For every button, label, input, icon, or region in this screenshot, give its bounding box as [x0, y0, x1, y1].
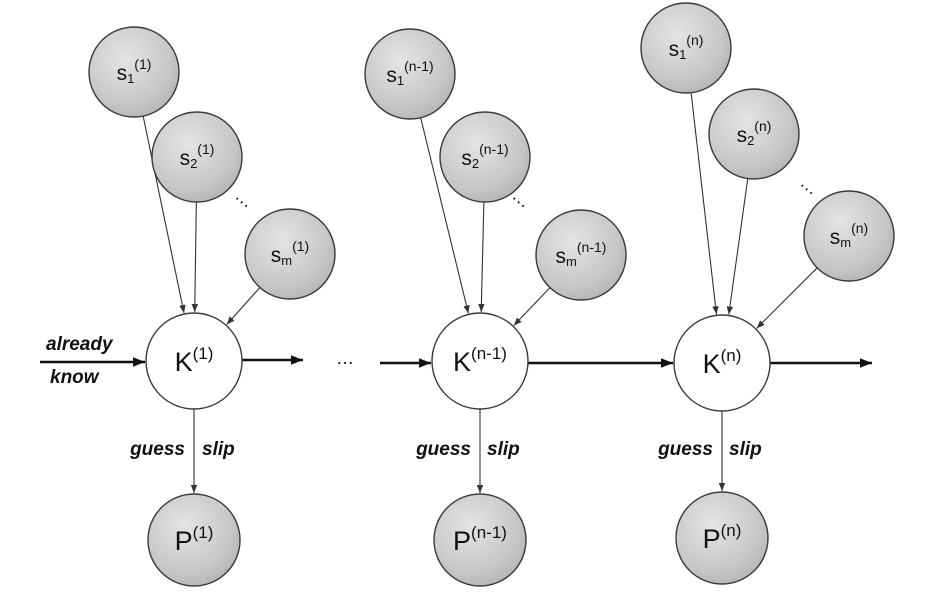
skill-label-3-col-3-base: s	[830, 226, 841, 249]
knowledge-label-col-2: K(n-1)	[453, 344, 507, 377]
knowledge-label-col-3: K(n)	[703, 346, 742, 379]
skill-node-3-col-1	[244, 208, 336, 300]
knowledge-node-col-3	[673, 314, 771, 412]
skill-label-2-col-3-sup: (n)	[754, 118, 771, 134]
performance-label-col-1-base: P	[175, 526, 193, 556]
skill-node-1-col-3	[640, 2, 732, 94]
skill-label-1-col-3-base: s	[669, 38, 680, 61]
slip-label-col-3: slip	[729, 439, 762, 460]
skill-label-3-col-3-sub: m	[840, 235, 851, 250]
skill-label-2-col-1-sub: 2	[190, 156, 197, 171]
skill-label-1-col-3-sup: (n)	[686, 32, 703, 48]
skill-label-1-col-2-sub: 1	[397, 73, 404, 88]
guess-label-col-3: guess	[657, 439, 713, 460]
performance-label-col-2-base: P	[453, 526, 471, 556]
skill-label-3-col-1-sub: m	[281, 253, 292, 268]
performance-label-col-1-sup: (1)	[193, 523, 214, 542]
skill-label-3-col-1-base: s	[271, 244, 282, 267]
edge-skill-3-to-k-col-2	[513, 287, 551, 326]
skill-label-3-col-3-sup: (n)	[851, 220, 868, 236]
knowledge-label-col-3-base: K	[703, 349, 721, 379]
knowledge-label-col-1-sup: (1)	[193, 344, 214, 363]
edge-skill-3-to-k-col-3	[756, 267, 818, 329]
skill-label-2-col-3-base: s	[737, 124, 748, 147]
skill-label-1-col-1: s1(1)	[117, 56, 152, 87]
performance-node-col-3	[675, 491, 769, 585]
skill-label-1-col-1-sub: 1	[127, 71, 134, 86]
knowledge-label-col-1-base: K	[175, 347, 193, 377]
skill-node-3-col-3	[803, 190, 895, 282]
performance-label-col-2: P(n-1)	[453, 523, 507, 556]
skills-ellipsis-col-3: …	[797, 172, 824, 199]
skills-ellipsis-col-1: …	[232, 185, 259, 212]
skill-label-2-col-1-base: s	[180, 147, 191, 170]
skill-label-2-col-3: s2(n)	[737, 118, 772, 149]
skill-label-3-col-3: sm(n)	[830, 220, 868, 251]
knowledge-label-col-2-sup: (n-1)	[471, 344, 507, 363]
skill-label-2-col-1: s2(1)	[180, 141, 215, 172]
skill-label-3-col-2-base: s	[556, 245, 567, 268]
edge-skill-2-to-k-col-3	[726, 178, 749, 315]
knowledge-label-col-3-sup: (n)	[721, 346, 742, 365]
skill-label-3-col-2-sub: m	[566, 254, 577, 269]
edge-skill-2-to-k-col-1	[191, 201, 199, 313]
skill-label-2-col-3-sub: 2	[747, 133, 754, 148]
knowledge-node-col-1	[145, 312, 243, 410]
performance-node-col-1	[147, 493, 241, 587]
edge-skill-2-to-k-col-2	[478, 201, 485, 313]
performance-label-col-2-sup: (n-1)	[471, 523, 507, 542]
skill-label-1-col-2-sup: (n-1)	[404, 58, 434, 74]
performance-label-col-3-base: P	[703, 524, 721, 554]
performance-label-col-3-sup: (n)	[721, 521, 742, 540]
edge-skill-1-to-k-col-1	[142, 115, 186, 314]
edge-skill-1-to-k-col-2	[420, 117, 470, 314]
edge-skill-1-to-k-col-3	[690, 92, 719, 315]
skill-label-2-col-2-sup: (n-1)	[479, 141, 509, 157]
already-know-line-1: already	[46, 334, 114, 355]
skill-label-1-col-1-sup: (1)	[134, 56, 151, 72]
performance-label-col-3: P(n)	[703, 521, 742, 554]
guess-label-col-1: guess	[129, 439, 185, 460]
skill-node-1-col-2	[364, 28, 456, 120]
skill-label-3-col-1-sup: (1)	[292, 238, 309, 254]
edge-skill-3-to-k-col-1	[226, 287, 261, 325]
skill-node-2-col-2	[439, 111, 531, 203]
chain-ellipsis: …	[336, 348, 354, 368]
skill-label-3-col-2: sm(n-1)	[556, 239, 607, 270]
slip-label-col-1: slip	[202, 439, 235, 460]
performance-node-col-2	[433, 493, 527, 587]
skill-label-1-col-3-sub: 1	[679, 47, 686, 62]
skill-node-2-col-1	[151, 111, 243, 203]
knowledge-label-col-1: K(1)	[175, 344, 214, 377]
guess-label-col-2: guess	[415, 439, 471, 460]
node-layer	[88, 2, 895, 587]
skill-label-2-col-2: s2(n-1)	[461, 141, 508, 172]
skill-label-1-col-2: s1(n-1)	[386, 58, 433, 89]
skill-label-2-col-2-sub: 2	[472, 156, 479, 171]
edge-layer	[40, 92, 872, 493]
slip-label-col-2: slip	[487, 439, 520, 460]
skill-node-1-col-1	[88, 26, 180, 118]
skill-node-3-col-2	[535, 209, 627, 301]
skill-label-2-col-2-base: s	[461, 147, 472, 170]
already-know-line-2: know	[50, 367, 100, 388]
knowledge-label-col-2-base: K	[453, 347, 471, 377]
skill-label-2-col-1-sup: (1)	[197, 141, 214, 157]
skill-label-1-col-3: s1(n)	[669, 32, 704, 63]
skill-label-1-col-1-base: s	[117, 62, 128, 85]
skill-label-3-col-1: sm(1)	[271, 238, 309, 269]
skill-label-1-col-2-base: s	[386, 64, 397, 87]
knowledge-node-col-2	[431, 312, 529, 410]
skill-node-2-col-3	[708, 88, 800, 180]
performance-label-col-1: P(1)	[175, 523, 214, 556]
skill-label-3-col-2-sup: (n-1)	[577, 239, 607, 255]
